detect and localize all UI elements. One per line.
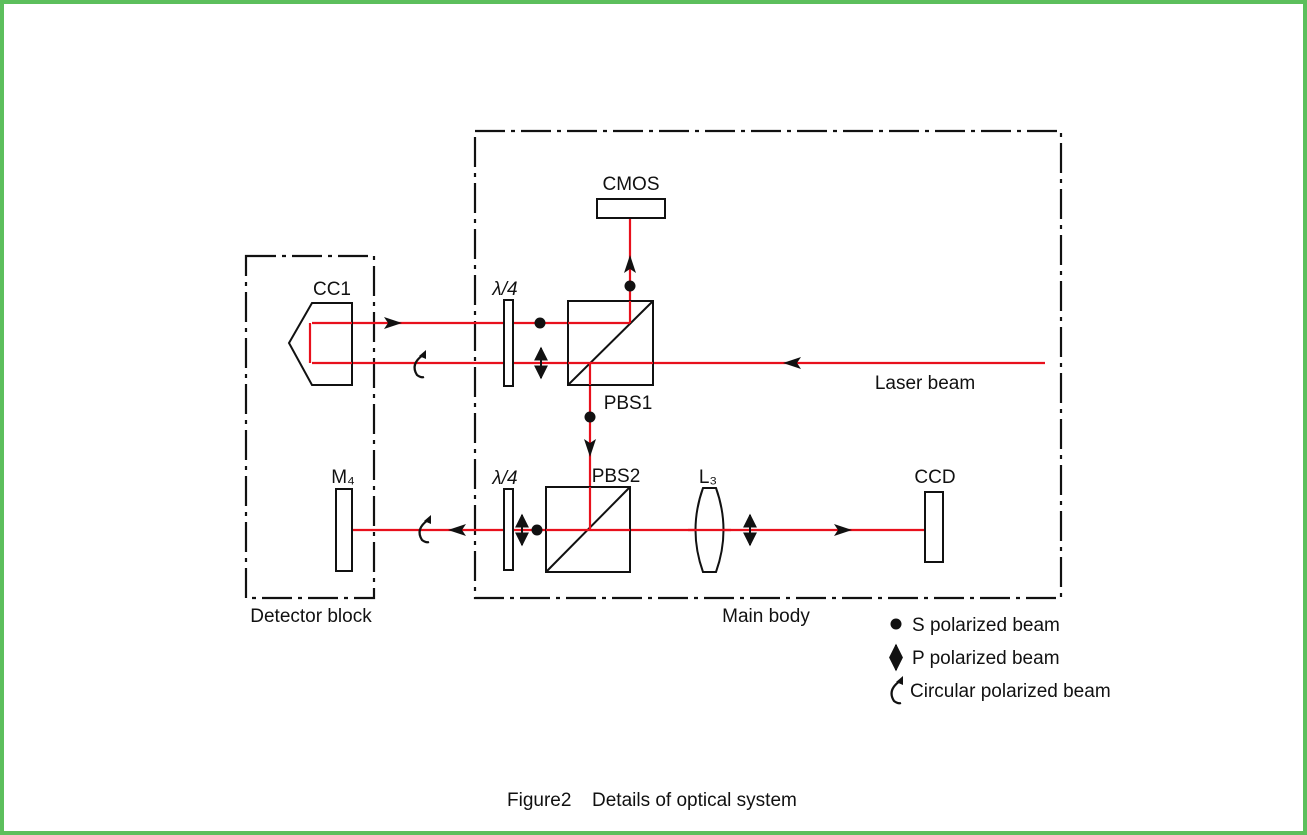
beam-direction-arrows (384, 255, 852, 536)
label-pbs1: PBS1 (604, 393, 653, 414)
caption-title: Details of optical system (592, 790, 797, 811)
label-qwp2: λ/4 (491, 468, 517, 489)
pbs1-beam-splitter (567, 300, 654, 386)
legend-p-polarized: P polarized beam (912, 648, 1060, 669)
cc1-corner-cube (287, 302, 353, 386)
quarter-wave-plate-1 (503, 299, 514, 387)
label-cmos: CMOS (603, 174, 660, 195)
arrow-to-m4 (448, 524, 466, 536)
arrow-to-ccd (834, 524, 852, 536)
s-pol-dot (531, 524, 543, 536)
arrow-to-cmos (624, 255, 636, 273)
label-laser-beam: Laser beam (875, 373, 975, 394)
arrow-to-pbs2 (584, 439, 596, 457)
main-body-boundary (473, 129, 1063, 600)
label-detector-block: Detector block (250, 606, 372, 627)
label-cc1: CC1 (313, 279, 351, 300)
cmos-sensor (596, 198, 666, 219)
label-main-body: Main body (722, 606, 810, 627)
ccd-sensor (924, 491, 944, 563)
s-pol-dot (624, 280, 636, 292)
circular-pol-marker (418, 515, 431, 544)
label-m4: M₄ (331, 467, 355, 488)
legend-circular-pol-icon (890, 676, 903, 705)
s-pol-dot (584, 411, 596, 423)
legend: S polarized beam P polarized beam Circul… (889, 615, 1111, 705)
detector-block-boundary (244, 254, 376, 600)
beam-overlay (308, 301, 653, 532)
caption-figure-number: Figure2 (507, 790, 571, 811)
quarter-wave-plate-2 (503, 488, 514, 571)
arrow-to-cc1 (384, 317, 402, 329)
label-ccd: CCD (914, 467, 955, 488)
s-pol-dot (534, 317, 546, 329)
legend-s-pol-dot (890, 618, 902, 630)
legend-s-polarized: S polarized beam (912, 615, 1060, 636)
polarization-markers (413, 280, 757, 547)
m4-mirror (335, 488, 353, 572)
legend-circular-polarized: Circular polarized beam (910, 681, 1111, 702)
label-qwp1: λ/4 (491, 279, 517, 300)
label-pbs2: PBS2 (592, 466, 641, 487)
arrow-laser-in (783, 357, 801, 369)
label-l3: L₃ (699, 467, 717, 488)
circular-pol-marker (413, 350, 426, 379)
